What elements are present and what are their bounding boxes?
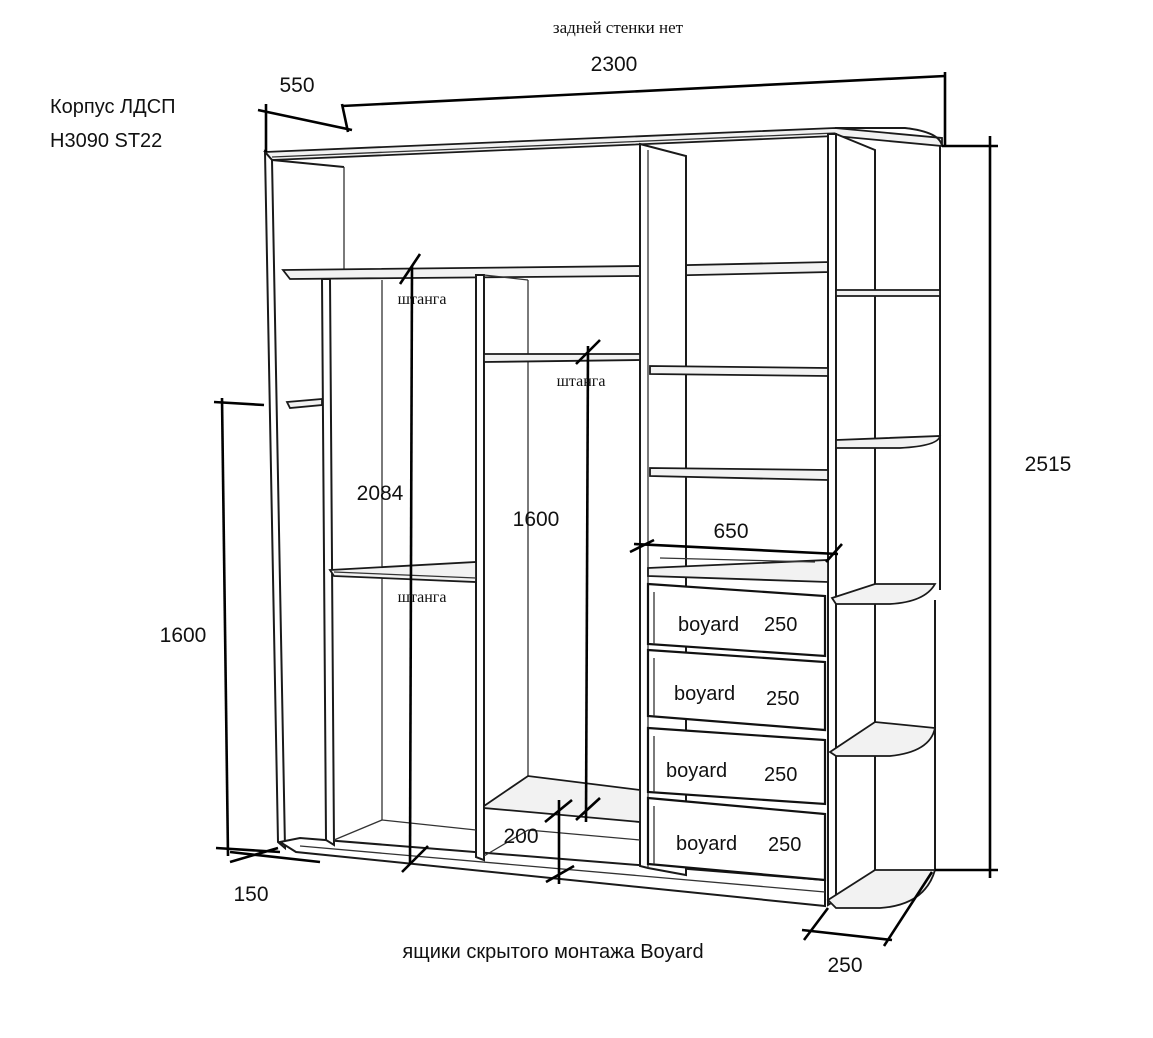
drawer-4-front xyxy=(646,796,827,882)
depth-dim-line xyxy=(257,108,353,132)
left-panel-top-depth xyxy=(271,159,345,168)
drawer-2-height: 250 xyxy=(766,688,799,710)
corner-depth-dim-tick-right xyxy=(882,871,934,947)
rod-left-dim-line xyxy=(408,265,414,865)
corner-shelf-3 xyxy=(830,583,937,605)
drawer-3-brand: boyard xyxy=(666,760,727,782)
drawer-section-top xyxy=(647,559,829,583)
rod-left-dim-tick-bottom xyxy=(401,845,429,873)
drawer-4-height: 250 xyxy=(768,834,801,856)
no-back-wall-note: задней стенки нет xyxy=(553,18,684,37)
hook-dim-line xyxy=(220,397,230,857)
middle-floor-back xyxy=(527,829,641,841)
drawer-width-dim-tick-left xyxy=(629,538,655,554)
hook-height-label: 1600 xyxy=(160,624,207,647)
left-lower-shelf xyxy=(328,561,477,583)
rod-label-top-left: штанга xyxy=(398,291,447,308)
corner-depth-dim-tick-left xyxy=(802,907,830,941)
rod-middle-dim-tick-bottom xyxy=(575,797,601,821)
bottom-plinth xyxy=(277,836,826,908)
middle-floor-edge xyxy=(483,829,529,857)
plinth-middle-dim-tick-bottom xyxy=(545,864,575,884)
plinth-left-dim-tick xyxy=(229,846,279,864)
left-side-panel xyxy=(263,149,287,851)
drawer-1-front xyxy=(646,582,827,658)
plinth-edge xyxy=(299,845,826,893)
rod-left-height-label: 2084 xyxy=(357,482,404,505)
right-shelf-back-panel xyxy=(835,132,876,903)
rod-label-middle: штанга xyxy=(557,373,606,390)
depth-dimension-label: 550 xyxy=(279,74,314,97)
left-partition xyxy=(320,278,336,847)
rod-label-bottom-left: штанга xyxy=(398,589,447,606)
left-floor-edge-a xyxy=(333,819,383,841)
drawer-3-height: 250 xyxy=(764,764,797,786)
middle-rod-bar xyxy=(483,353,641,363)
rod-middle-height-label: 1600 xyxy=(513,508,560,531)
top-rounded-corner xyxy=(835,127,943,147)
width-dim-tick-left xyxy=(340,103,350,133)
hook-dim-tick-top xyxy=(213,400,265,407)
corner-depth-label: 250 xyxy=(827,954,862,977)
drawer-1-height: 250 xyxy=(764,614,797,636)
upper-shelf-left xyxy=(281,265,641,280)
rod-middle-dim-line xyxy=(584,345,590,823)
rod-middle-dim-tick-top xyxy=(575,339,601,365)
material-label-line2: H3090 ST22 xyxy=(50,130,162,152)
right-partition xyxy=(827,133,837,907)
top-panel-edge xyxy=(271,132,836,158)
plinth-middle-label: 200 xyxy=(503,825,538,848)
height-dimension-label: 2515 xyxy=(1025,453,1072,476)
middle-section xyxy=(483,353,641,857)
drawer-width-dim-line xyxy=(633,542,839,556)
corner-shelf-1 xyxy=(835,289,941,297)
corner-shelves xyxy=(826,289,942,909)
left-floor-edge-b xyxy=(381,819,477,831)
left-lower-shelf-edge xyxy=(333,571,477,579)
drawer-2-front xyxy=(646,648,827,732)
plinth-middle-dim-tick-top xyxy=(544,798,573,824)
drawer-4-brand: boyard xyxy=(676,833,737,855)
drawer-3-front xyxy=(646,726,827,806)
drawers xyxy=(646,582,827,882)
material-label-line1: Корпус ЛДСП xyxy=(50,96,176,118)
width-dimension-label: 2300 xyxy=(591,53,638,76)
middle-plinth-box xyxy=(483,775,641,823)
right-shelf-2 xyxy=(649,467,829,481)
drawer-2-brand: boyard xyxy=(674,683,735,705)
plinth-left-dim-line xyxy=(229,850,321,864)
hidden-drawers-note: ящики скрытого монтажа Boyard xyxy=(402,941,703,963)
corner-depth-dim-line xyxy=(801,928,893,942)
rod-left-dim-tick-top xyxy=(398,253,422,285)
drawer-1-brand: boyard xyxy=(678,614,739,636)
drawer-section-top-edge xyxy=(659,557,816,563)
corner-shelf-4 xyxy=(828,721,937,757)
left-hook-shelf xyxy=(285,398,323,409)
left-section xyxy=(285,398,477,841)
drawer-section-width-label: 650 xyxy=(713,520,748,543)
right-shelf-1 xyxy=(649,365,829,377)
drawer-width-dim-tick-right xyxy=(825,543,843,563)
dimension-lines xyxy=(213,72,998,947)
middle-partition-left xyxy=(475,274,485,862)
width-dim-line xyxy=(341,74,946,108)
right-shelves xyxy=(647,365,829,583)
corner-shelf-2 xyxy=(835,435,942,449)
middle-partition-left-depth xyxy=(483,274,529,281)
plinth-left-label: 150 xyxy=(233,883,268,906)
